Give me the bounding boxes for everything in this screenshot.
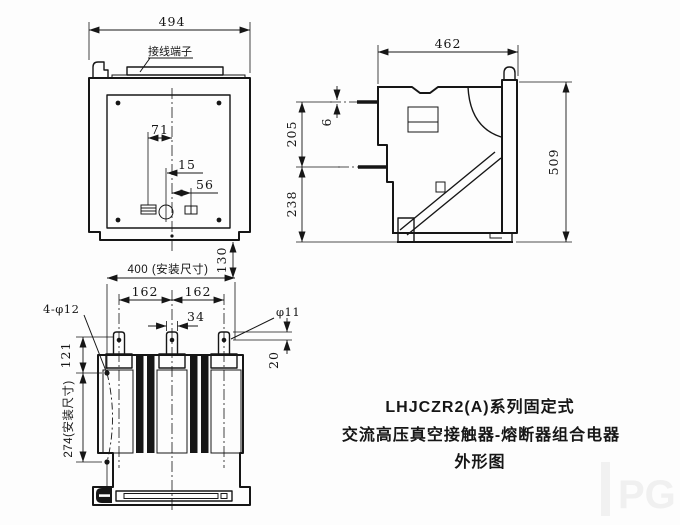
hole-leader xyxy=(230,317,275,340)
inner-panel xyxy=(106,94,231,229)
panel-button xyxy=(158,168,174,222)
dim-34: 34 xyxy=(187,309,205,324)
dim-130: 130 xyxy=(214,247,229,274)
support-bar xyxy=(147,356,155,453)
support-bar xyxy=(136,356,144,453)
watermark-logo: PG xyxy=(601,462,676,517)
dim-121: 121 xyxy=(58,342,73,369)
lower-body xyxy=(92,354,251,506)
fuse-tube xyxy=(156,369,188,454)
knob xyxy=(503,66,516,80)
title-line-1: LHJCZR2(A)系列固定式 xyxy=(385,397,574,416)
side-arc xyxy=(467,86,502,138)
dim-509: 509 xyxy=(546,149,561,176)
side-top-profile xyxy=(377,86,503,94)
dim-56: 56 xyxy=(196,177,214,192)
terminal-hole xyxy=(169,337,175,343)
dim-20: 20 xyxy=(266,351,281,369)
strut xyxy=(406,157,502,236)
front-width-dim: 494 xyxy=(159,14,186,29)
strut xyxy=(399,151,496,231)
panel-screw xyxy=(115,100,121,106)
front-view: 494 接线端子 71 xyxy=(88,14,251,278)
panel-screw xyxy=(216,100,222,106)
fuse-tube xyxy=(102,369,134,454)
terminal-label: 接线端子 xyxy=(148,44,192,58)
dim-162-left: 162 xyxy=(132,284,159,299)
top-left-tab xyxy=(92,61,109,78)
holes-leader xyxy=(83,314,107,372)
terminal-hole xyxy=(116,337,122,343)
dim-205: 205 xyxy=(284,121,299,148)
panel-screw xyxy=(216,217,222,223)
hole-group-curve xyxy=(106,372,113,463)
rear-upright xyxy=(501,79,518,234)
title-line-2: 交流高压真空接触器-熔断器组合电器 xyxy=(342,425,620,444)
aux-connector xyxy=(184,205,198,215)
terminal-strip xyxy=(126,66,224,76)
aux-terminal-block xyxy=(140,204,157,215)
side-view: 462 6 xyxy=(284,36,572,243)
side-foot xyxy=(397,217,415,243)
terminal-leader xyxy=(139,57,151,73)
dim-71: 71 xyxy=(151,122,169,137)
mounting-holes-label: 4-φ12 xyxy=(43,302,79,316)
side-left-profile xyxy=(377,86,394,234)
terminal-hole xyxy=(221,337,227,343)
side-inner-box xyxy=(407,106,439,133)
fuse-tube xyxy=(210,369,242,454)
dim-6: 6 xyxy=(319,118,334,127)
watermark-text: PG xyxy=(618,473,676,517)
dim-162-right: 162 xyxy=(185,284,212,299)
dim-238: 238 xyxy=(284,191,299,218)
support-bar xyxy=(201,356,209,453)
support-bar xyxy=(190,356,198,453)
bottom-view: 400 (安装尺寸) 162 162 34 xyxy=(43,262,300,510)
terminal-hole-label: φ11 xyxy=(276,305,300,319)
title-block: LHJCZR2(A)系列固定式 交流高压真空接触器-熔断器组合电器 外形图 xyxy=(342,397,620,471)
dim-400-mount: 400 (安装尺寸) xyxy=(127,262,208,276)
title-line-3: 外形图 xyxy=(453,452,505,471)
side-width-dim: 462 xyxy=(435,36,462,51)
panel-screw xyxy=(115,217,121,223)
base-slot xyxy=(115,490,233,502)
enclosure-body xyxy=(88,77,251,241)
dim-274-mount: 274(安装尺寸) xyxy=(61,380,75,457)
dim-15: 15 xyxy=(178,157,196,172)
